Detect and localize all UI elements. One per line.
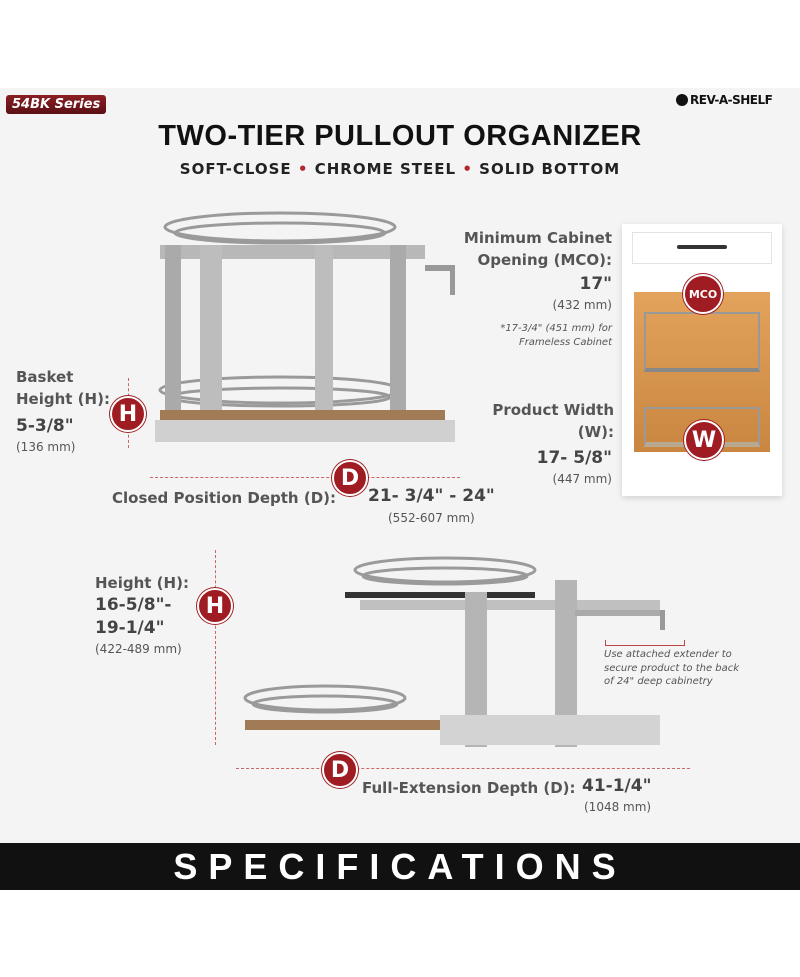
mco-mm: (432 mm): [552, 298, 612, 312]
depth-dimension-line: [150, 477, 460, 478]
footer-band: [0, 843, 800, 890]
full-height-marker: H: [197, 588, 233, 624]
closed-depth-label: Closed Position Depth (D):: [112, 489, 336, 507]
height-label: Height (H):: [95, 574, 189, 592]
full-depth-value: 41-1/4": [582, 776, 652, 796]
width-label: Product Width(W):: [492, 401, 614, 441]
drawer-handle: [677, 245, 727, 249]
closed-depth-mm: (552-607 mm): [388, 511, 475, 525]
brand-logo: REV-A-SHELF: [676, 93, 773, 107]
closed-organizer-illustration: [155, 211, 455, 442]
height-mm: (422-489 mm): [95, 642, 182, 656]
height-value-min: 16-5/8"-: [95, 595, 172, 615]
basket-height-mm: (136 mm): [16, 440, 76, 454]
page-title: TWO-TIER PULLOUT ORGANIZER: [158, 120, 642, 152]
extended-organizer-illustration: [243, 556, 665, 747]
footer-title: SPECIFICATIONS: [173, 846, 627, 887]
full-depth-mm: (1048 mm): [584, 800, 652, 814]
feature-list: SOFT-CLOSE • CHROME STEEL • SOLID BOTTOM: [179, 160, 621, 178]
width-marker: W: [684, 420, 724, 460]
width-mm: (447 mm): [552, 472, 612, 486]
height-value-max: 19-1/4": [95, 618, 165, 638]
extender-bracket: [605, 640, 685, 646]
full-depth-dimension-line: [236, 768, 690, 769]
width-value: 17- 5/8": [536, 448, 612, 468]
full-depth-label: Full-Extension Depth (D):: [362, 779, 576, 797]
cabinet-drawer: [632, 232, 772, 264]
depth-marker: D: [332, 460, 368, 496]
series-badge: 54BK Series: [6, 95, 107, 114]
mco-marker: MCO: [683, 274, 723, 314]
full-height-dimension-line: [215, 550, 216, 745]
closed-depth-value: 21- 3/4" - 24": [368, 486, 495, 506]
logo-mark-icon: [676, 94, 688, 106]
basket-height-value: 5-3/8": [16, 416, 74, 436]
full-depth-marker: D: [322, 752, 358, 788]
height-marker: H: [110, 396, 146, 432]
mco-value: 17": [579, 274, 612, 294]
